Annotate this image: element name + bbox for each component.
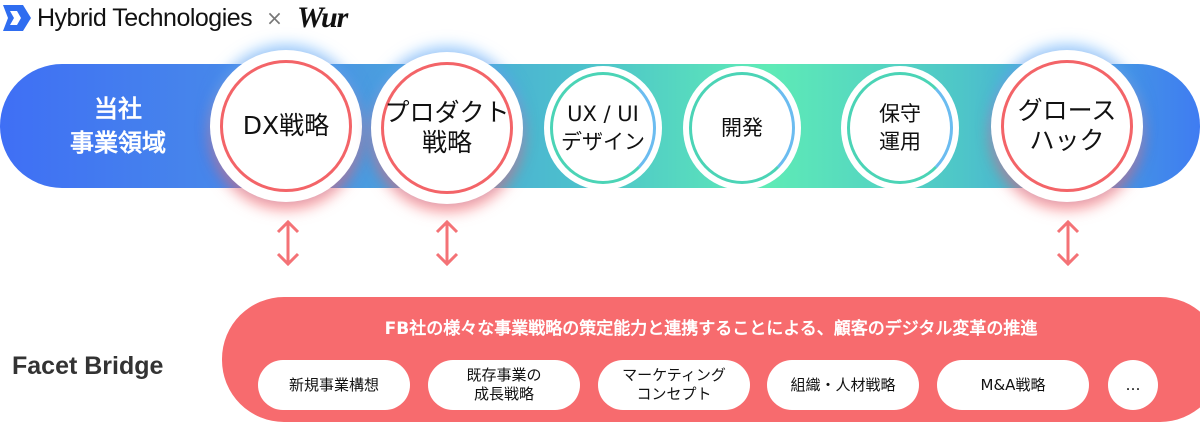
- updown-arrow-icon: [276, 220, 300, 266]
- updown-arrow-icon: [1056, 220, 1080, 266]
- capability-new-business: 新規事業構想: [258, 360, 410, 410]
- capability-more: …: [1108, 360, 1158, 410]
- domain-growth-hack: グロースハック: [991, 50, 1143, 202]
- band-label: 当社 事業領域: [58, 92, 178, 160]
- company-name: Hybrid Technologies: [37, 3, 253, 32]
- band-label-line1: 当社: [94, 95, 142, 123]
- capability-existing-growth: 既存事業の成長戦略: [428, 360, 580, 410]
- partner-title: FB社の様々な事業戦略の策定能力と連携することによる、顧客のデジタル変革の推進: [384, 319, 1038, 339]
- hybrid-technologies-logo-icon: [3, 5, 31, 31]
- capability-ma: M&A戦略: [937, 360, 1089, 410]
- capability-marketing: マーケティングコンセプト: [598, 360, 750, 410]
- collab-separator: ×: [266, 6, 283, 30]
- domain-development: 開発: [683, 66, 801, 190]
- band-label-line2: 事業領域: [70, 129, 166, 157]
- domain-product-strategy: プロダクト戦略: [371, 52, 523, 204]
- updown-arrow-icon: [435, 220, 459, 266]
- domain-dx-strategy: DX戦略: [210, 50, 362, 202]
- header-logos: Hybrid Technologies × Wur: [3, 1, 348, 34]
- partner-name: Facet Bridge: [12, 352, 164, 380]
- partner-logo: Wur: [296, 1, 348, 34]
- domain-maintenance: 保守運用: [841, 66, 959, 190]
- capability-org-hr: 組織・人材戦略: [767, 360, 919, 410]
